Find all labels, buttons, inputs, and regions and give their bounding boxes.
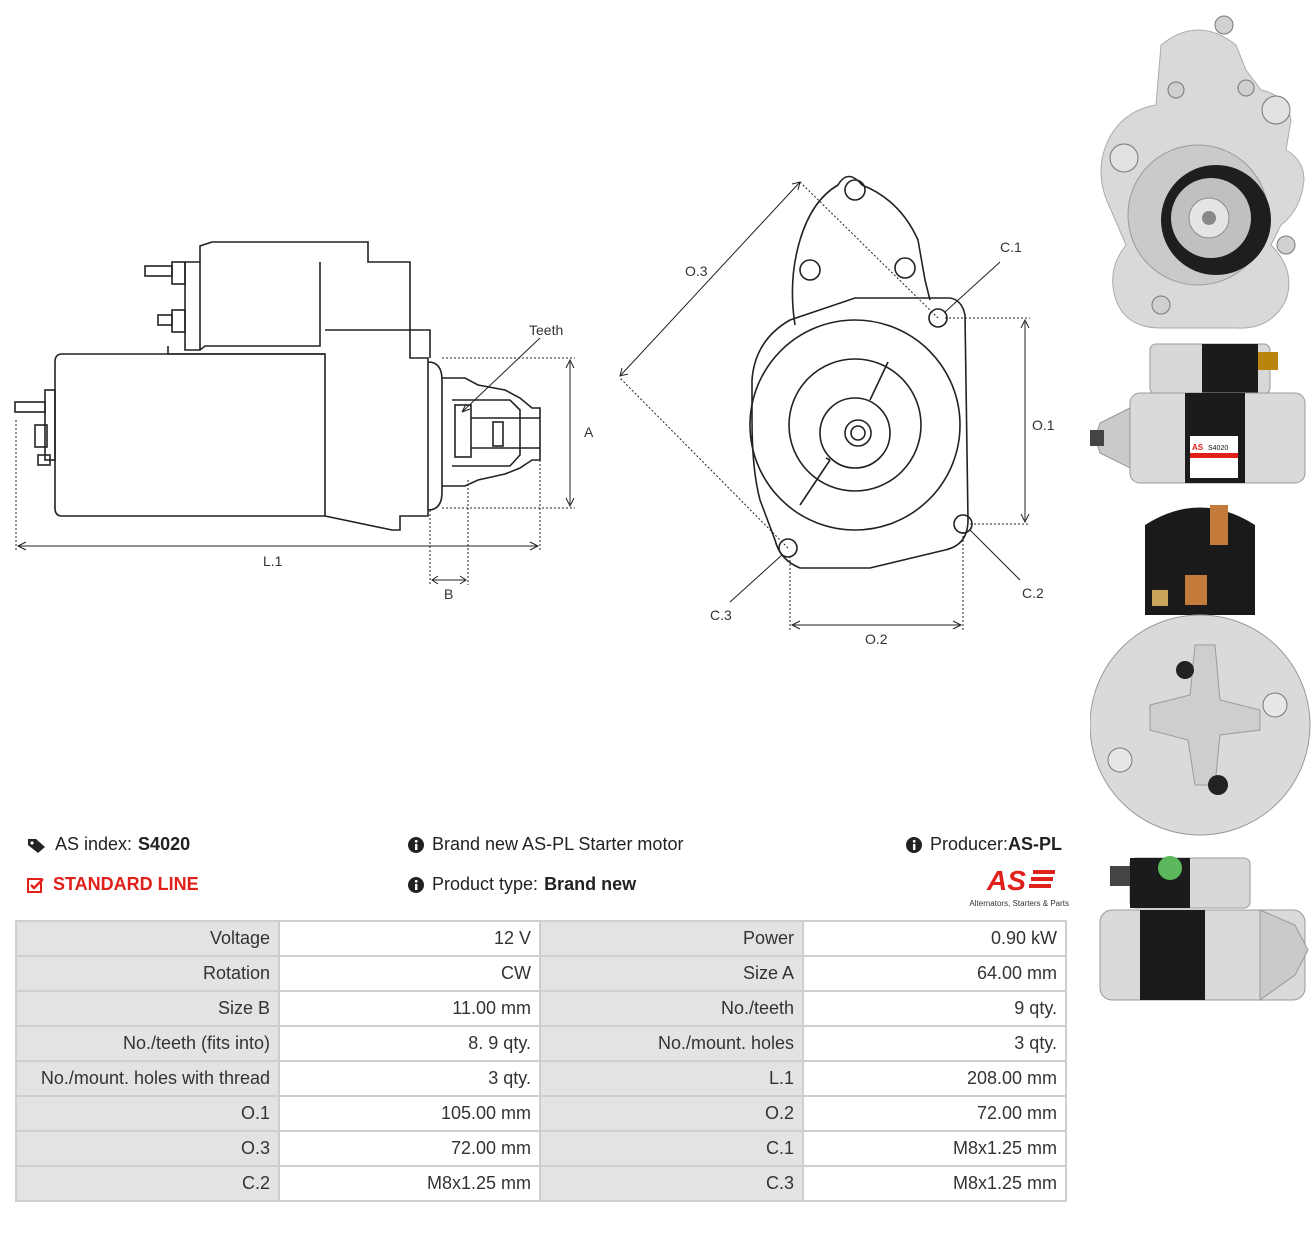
spec-row: No./teeth (fits into)8. 9 qty.No./mount.… xyxy=(17,1027,1065,1060)
spec-value: M8x1.25 mm xyxy=(804,1132,1065,1165)
label-b: B xyxy=(444,586,453,602)
photo-side: AS S4020 xyxy=(1090,343,1306,484)
spec-value: M8x1.25 mm xyxy=(280,1167,539,1200)
producer-value: AS-PL xyxy=(1008,834,1063,854)
product-line-label: STANDARD LINE xyxy=(53,874,199,894)
label-c2: C.2 xyxy=(1022,585,1044,601)
spec-value: 9 qty. xyxy=(804,992,1065,1025)
label-o1: O.1 xyxy=(1032,417,1055,433)
spec-key: No./teeth (fits into) xyxy=(17,1027,279,1060)
label-c1: C.1 xyxy=(1000,239,1022,255)
spec-key: C.2 xyxy=(17,1167,279,1200)
spec-key: C.3 xyxy=(540,1167,803,1200)
label-l1: L.1 xyxy=(263,553,283,569)
label-o2: O.2 xyxy=(865,631,888,647)
svg-text:AS: AS xyxy=(1192,443,1204,452)
tags-icon xyxy=(28,838,45,853)
info-icon xyxy=(408,876,424,893)
spec-value: 3 qty. xyxy=(804,1027,1065,1060)
front-view-drawing: O.3 C.1 O.1 C.2 C.3 O.2 xyxy=(619,175,1055,647)
photo-side-label xyxy=(1099,856,1309,1001)
spec-key: C.1 xyxy=(540,1132,803,1165)
spec-value: 208.00 mm xyxy=(804,1062,1065,1095)
spec-value: 64.00 mm xyxy=(804,957,1065,990)
product-type-label: Product type: xyxy=(432,874,539,894)
spec-key: Power xyxy=(540,922,803,955)
photo-rear xyxy=(1090,505,1311,836)
label-a: A xyxy=(584,424,594,440)
info-icon xyxy=(906,836,922,853)
spec-value: 11.00 mm xyxy=(280,992,539,1025)
spec-key: Size A xyxy=(540,957,803,990)
product-type-value: Brand new xyxy=(544,874,637,894)
svg-text:AS: AS xyxy=(986,865,1026,894)
spec-key: Voltage xyxy=(17,922,279,955)
check-square-icon xyxy=(27,877,44,893)
spec-key: Rotation xyxy=(17,957,279,990)
spec-key: Size B xyxy=(17,992,279,1025)
spec-value: 105.00 mm xyxy=(280,1097,539,1130)
spec-key: L.1 xyxy=(540,1062,803,1095)
description-text: Brand new AS-PL Starter motor xyxy=(432,834,684,854)
spec-key: No./mount. holes xyxy=(540,1027,803,1060)
producer-label: Producer: xyxy=(930,834,1009,854)
spec-value: 72.00 mm xyxy=(280,1132,539,1165)
product-line: STANDARD LINE xyxy=(27,874,199,895)
logo-tagline: Alternators, Starters & Parts xyxy=(969,899,1069,908)
as-index: AS index: S4020 xyxy=(27,834,190,855)
spec-key: No./mount. holes with thread xyxy=(17,1062,279,1095)
spec-value: 12 V xyxy=(280,922,539,955)
product-type: Product type: Brand new xyxy=(408,874,636,895)
as-index-label: AS index: xyxy=(55,834,133,854)
info-icon xyxy=(408,836,424,853)
spec-value: 72.00 mm xyxy=(804,1097,1065,1130)
spec-key: O.3 xyxy=(17,1132,279,1165)
spec-value: M8x1.25 mm xyxy=(804,1167,1065,1200)
label-teeth: Teeth xyxy=(529,322,563,338)
spec-key: O.2 xyxy=(540,1097,803,1130)
photo-model-label: S4020 xyxy=(1208,445,1228,452)
spec-key: O.1 xyxy=(17,1097,279,1130)
photo-front-flange xyxy=(1100,15,1305,329)
label-c3: C.3 xyxy=(710,607,732,623)
spec-value: 0.90 kW xyxy=(804,922,1065,955)
as-pl-logo: AS Alternators, Starters & Parts xyxy=(965,864,1069,908)
producer: Producer: AS-PL xyxy=(906,834,1062,855)
label-o3: O.3 xyxy=(685,263,708,279)
description: Brand new AS-PL Starter motor xyxy=(408,834,683,855)
spec-value: 3 qty. xyxy=(280,1062,539,1095)
side-view-drawing: Teeth A L.1 B xyxy=(14,241,594,602)
as-index-value: S4020 xyxy=(138,834,191,854)
spec-key: No./teeth xyxy=(540,992,803,1025)
spec-value: CW xyxy=(280,957,539,990)
spec-value: 8. 9 qty. xyxy=(280,1027,539,1060)
as-logo-mark: AS xyxy=(986,865,1055,896)
